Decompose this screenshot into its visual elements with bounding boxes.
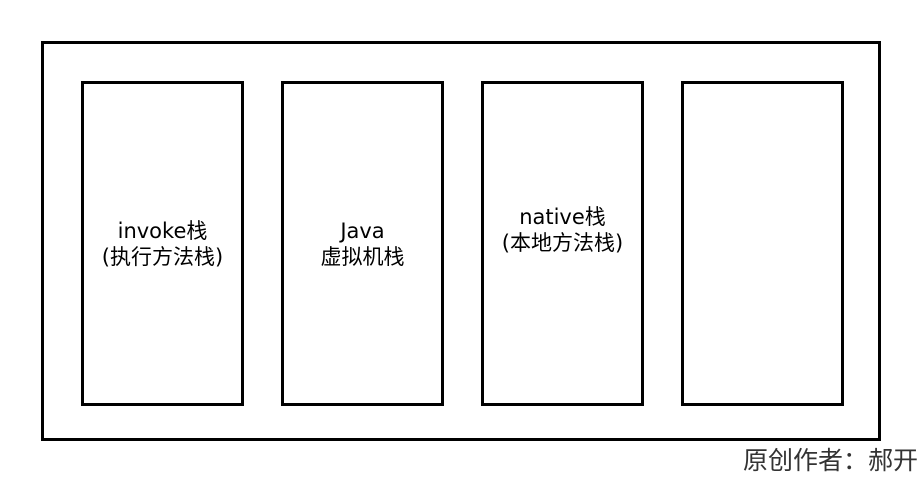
empty-stack-box	[681, 81, 844, 406]
native-stack-title: native栈	[519, 204, 606, 229]
jvm-stack-label: Java 虚拟机栈	[321, 218, 405, 270]
native-stack-box: native栈 (本地方法栈)	[481, 81, 644, 406]
invoke-stack-title: invoke栈	[117, 218, 208, 243]
invoke-stack-subtitle: (执行方法栈)	[101, 244, 224, 269]
native-stack-label: native栈 (本地方法栈)	[502, 204, 623, 256]
invoke-stack-box: invoke栈 (执行方法栈)	[81, 81, 244, 406]
jvm-stack-subtitle: 虚拟机栈	[320, 244, 405, 269]
jvm-stack-box: Java 虚拟机栈	[281, 81, 444, 406]
native-stack-subtitle: (本地方法栈)	[501, 230, 624, 255]
invoke-stack-label: invoke栈 (执行方法栈)	[102, 218, 223, 270]
author-credit: 原创作者：郝开	[742, 446, 918, 475]
jvm-stack-title: Java	[340, 218, 385, 243]
